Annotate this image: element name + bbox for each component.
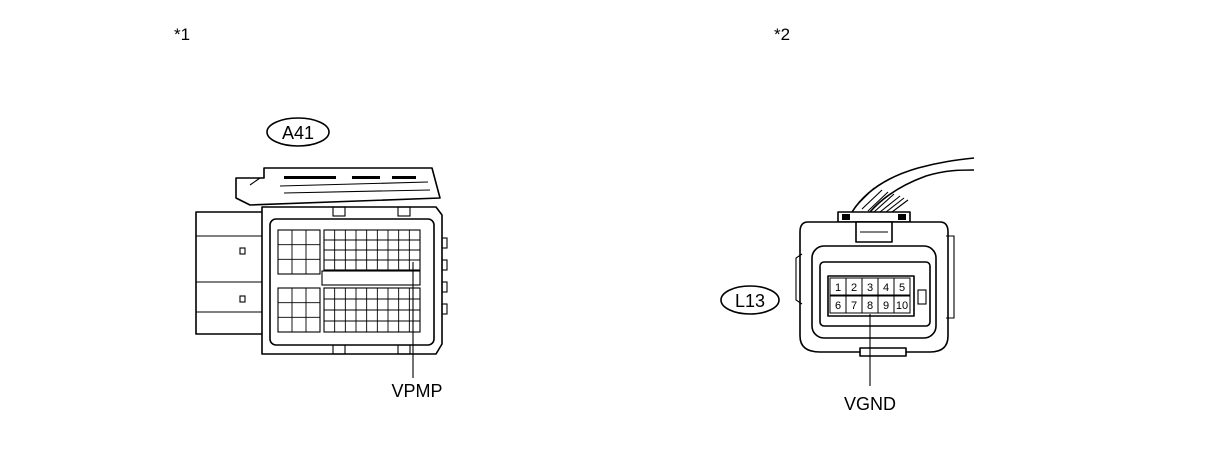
- view-2-marker: *2: [774, 25, 790, 44]
- pin-number: 3: [867, 282, 873, 294]
- pin-number: 1: [835, 282, 841, 294]
- pin-cell: [893, 277, 911, 296]
- pin-number: 2: [851, 282, 857, 294]
- pin-number: 5: [899, 282, 905, 294]
- wire-harness: [837, 157, 975, 223]
- pin-number: 7: [851, 300, 857, 312]
- view-1-marker: *1: [174, 25, 190, 44]
- terminal-label-vgnd: VGND: [844, 394, 896, 414]
- connector-a41-body: [195, 167, 448, 355]
- pin-number: 10: [896, 300, 908, 312]
- terminal-label-vpmp: VPMP: [391, 381, 442, 401]
- connector-code-a41-text: A41: [282, 123, 314, 143]
- pin-number: 4: [883, 282, 889, 294]
- pin-cell: [893, 295, 911, 314]
- pin-number: 8: [867, 300, 873, 312]
- connector-code-l13-text: L13: [735, 291, 765, 311]
- pin-number: 9: [883, 300, 889, 312]
- cavity-grid-a41: [277, 229, 421, 333]
- pin-number: 6: [835, 300, 841, 312]
- view-1: *1 A41: [174, 25, 448, 401]
- connector-code-a41: A41: [266, 117, 330, 147]
- view-2: *2: [720, 25, 975, 414]
- connector-code-l13: L13: [720, 285, 780, 315]
